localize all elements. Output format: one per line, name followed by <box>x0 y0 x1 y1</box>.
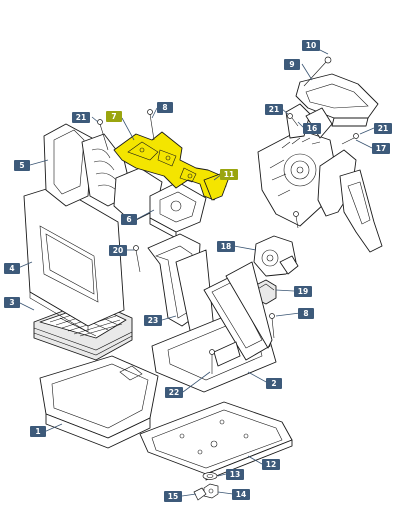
callout-23[interactable]: 23 <box>144 315 162 326</box>
callout-box <box>14 160 30 171</box>
screw-icon[interactable] <box>303 56 332 87</box>
callout-13[interactable]: 13 <box>226 469 244 480</box>
callout-9[interactable]: 9 <box>284 59 300 70</box>
callout-label: 2 <box>271 379 276 388</box>
callout-15[interactable]: 15 <box>164 491 182 502</box>
callout-20[interactable]: 20 <box>109 245 127 256</box>
part-seat-rail[interactable] <box>147 233 215 341</box>
screw-icon[interactable] <box>269 313 275 339</box>
callout-box <box>144 315 162 326</box>
callout-19[interactable]: 19 <box>294 286 312 297</box>
screw-icon[interactable] <box>287 113 299 127</box>
callout-label: 8 <box>303 309 308 318</box>
screw-icon[interactable] <box>293 211 299 229</box>
callout-label: 12 <box>266 460 276 469</box>
part-nut[interactable] <box>203 483 219 499</box>
part-top-cover[interactable] <box>295 73 379 127</box>
part-mounting-bracket-highlighted[interactable] <box>113 131 229 201</box>
callout-box <box>374 123 392 134</box>
callout-label: 23 <box>148 316 158 325</box>
callout-21-mid[interactable]: 21 <box>265 104 283 115</box>
callout-7[interactable]: 7 <box>106 111 122 122</box>
callout-label: 6 <box>126 215 131 224</box>
callout-8-right[interactable]: 8 <box>298 308 314 319</box>
callout-box <box>4 297 20 308</box>
callout-label: 1 <box>35 427 40 436</box>
callout-2[interactable]: 2 <box>266 378 282 389</box>
callout-box <box>298 308 314 319</box>
callouts: 1 2 3 4 5 6 7 8 <box>4 40 392 502</box>
callout-3[interactable]: 3 <box>4 297 20 308</box>
callout-box <box>372 143 390 154</box>
callout-box <box>284 59 300 70</box>
callout-label: 19 <box>298 287 308 296</box>
callout-box <box>4 263 20 274</box>
callout-21-left[interactable]: 21 <box>72 112 90 123</box>
callout-box <box>109 245 127 256</box>
part-recliner-mechanism[interactable] <box>257 103 383 253</box>
callout-label: 20 <box>113 246 123 255</box>
callout-label: 4 <box>9 264 14 273</box>
callout-6[interactable]: 6 <box>121 214 137 225</box>
callout-4[interactable]: 4 <box>4 263 20 274</box>
callout-box <box>72 112 90 123</box>
callout-label: 17 <box>376 144 386 153</box>
callout-18[interactable]: 18 <box>217 241 235 252</box>
callout-label: 15 <box>168 492 178 501</box>
part-gear-motor[interactable] <box>253 235 299 277</box>
callout-box <box>294 286 312 297</box>
callout-label: 3 <box>9 298 14 307</box>
callout-label: 11 <box>224 170 234 179</box>
part-backrest-panel[interactable] <box>23 185 125 333</box>
callout-box <box>226 469 244 480</box>
callout-5[interactable]: 5 <box>14 160 30 171</box>
callout-label: 8 <box>162 103 167 112</box>
callout-box <box>265 104 283 115</box>
callout-box <box>157 102 173 113</box>
screw-icon[interactable] <box>209 349 215 375</box>
callout-label: 21 <box>76 113 86 122</box>
screw-icon[interactable] <box>133 245 141 273</box>
callout-box <box>266 378 282 389</box>
part-washer[interactable] <box>202 472 218 480</box>
part-cap[interactable] <box>193 487 207 501</box>
callout-1[interactable]: 1 <box>30 426 46 437</box>
callout-16[interactable]: 16 <box>303 123 321 134</box>
callout-label: 21 <box>269 105 279 114</box>
callout-label: 7 <box>111 112 116 121</box>
callout-14[interactable]: 14 <box>232 489 250 500</box>
callout-label: 9 <box>289 60 294 69</box>
callout-label: 5 <box>19 161 24 170</box>
callout-box <box>217 241 235 252</box>
screw-icon[interactable] <box>147 109 155 141</box>
callout-box <box>121 214 137 225</box>
callout-label: 16 <box>307 124 317 133</box>
callout-11[interactable]: 11 <box>220 169 238 180</box>
callout-label: 18 <box>221 242 231 251</box>
callout-label: 22 <box>169 388 179 397</box>
callout-box <box>30 426 46 437</box>
callout-box <box>303 123 321 134</box>
callout-box <box>220 169 238 180</box>
callout-box <box>165 387 183 398</box>
callout-box <box>164 491 182 502</box>
screw-icon[interactable] <box>341 133 359 145</box>
callout-label: 14 <box>236 490 246 499</box>
callout-box <box>106 111 122 122</box>
callout-box <box>302 40 320 51</box>
callout-8-top[interactable]: 8 <box>157 102 173 113</box>
callout-22[interactable]: 22 <box>165 387 183 398</box>
leader-lines <box>17 44 375 497</box>
callout-17[interactable]: 17 <box>372 143 390 154</box>
callout-label: 10 <box>306 41 316 50</box>
callout-10[interactable]: 10 <box>302 40 320 51</box>
callout-box <box>232 489 250 500</box>
callout-label: 13 <box>230 470 240 479</box>
callout-21-right[interactable]: 21 <box>374 123 392 134</box>
callout-box <box>262 459 280 470</box>
part-seat-cushion[interactable] <box>39 355 159 449</box>
callout-label: 21 <box>378 124 388 133</box>
callout-12[interactable]: 12 <box>262 459 280 470</box>
